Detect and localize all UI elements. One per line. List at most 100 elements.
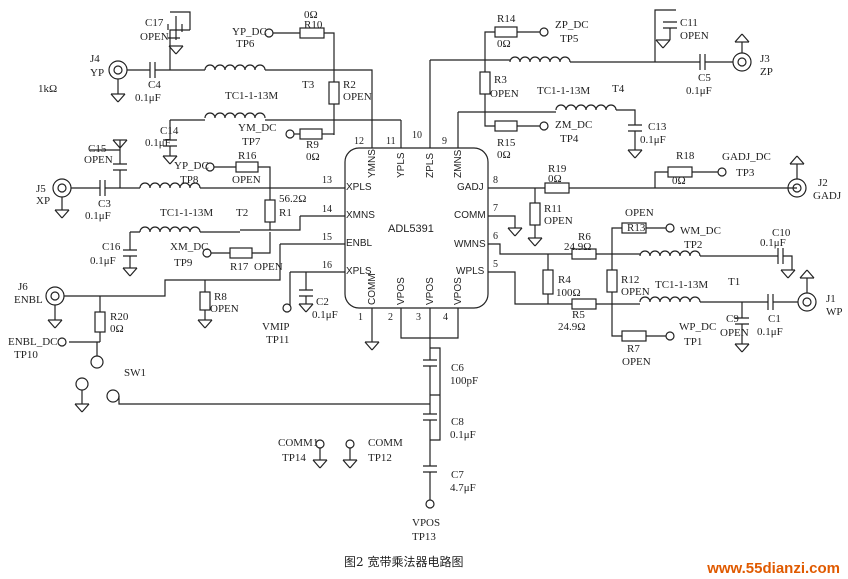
r11-label: R11 [544, 203, 562, 215]
r2-label: R2 [343, 79, 356, 91]
r1-label: R1 [279, 207, 292, 219]
c15-value: OPEN [84, 154, 113, 166]
c10-value: 0.1μF [760, 237, 786, 249]
xm-dc-label: XM_DC [170, 241, 209, 253]
tp11-testpoint-icon [282, 303, 292, 313]
j6-connector-icon [45, 286, 65, 306]
switch-contact-icon-3 [106, 389, 120, 403]
pin-label-xmns: XMNS [346, 210, 375, 221]
pin-num-8: 8 [493, 175, 498, 186]
tp2-testpoint-icon [665, 223, 675, 233]
comm-label: COMM [368, 437, 403, 449]
r15-label: R15 [497, 137, 516, 149]
r18-label: R18 [676, 150, 695, 162]
r8-value: OPEN [210, 303, 239, 315]
ym-dc-label: YM_DC [238, 122, 277, 134]
pin-label-xpls1: XPLS [346, 182, 372, 193]
switch-contact-icon [90, 355, 104, 369]
t1-label: T1 [728, 276, 740, 288]
ic-body [344, 147, 489, 309]
r7-resistor [621, 330, 647, 342]
c11-value: OPEN [680, 30, 709, 42]
pin-num-15: 15 [322, 232, 332, 243]
tp5-label: TP5 [560, 33, 579, 45]
pin-num-10: 10 [412, 130, 422, 141]
c15-label: C15 [88, 143, 107, 155]
pin-label-zpls: ZPLS [425, 153, 436, 178]
pin-label-vpos3: VPOS [425, 277, 436, 305]
r13-value: OPEN [625, 207, 654, 219]
tc-t3-label: TC1-1-13M [225, 90, 278, 102]
t4-label: T4 [612, 83, 625, 95]
r2-resistor [328, 81, 340, 105]
enbl-dc-label: ENBL_DC [8, 336, 58, 348]
comm1-label: COMM1 [278, 437, 318, 449]
c16-label: C16 [102, 241, 121, 253]
tp3-label: TP3 [736, 167, 755, 179]
one-k-label: 1kΩ [38, 83, 57, 95]
r9-label: R9 [306, 139, 319, 151]
zp-dc-label: ZP_DC [555, 19, 589, 31]
c4-label: C4 [148, 79, 161, 91]
vmip-label: VMIP [262, 321, 290, 333]
r6-value: 24.9Ω [564, 241, 591, 253]
c13-label: C13 [648, 121, 667, 133]
vpos-label: VPOS [412, 517, 440, 529]
r17-resistor [229, 247, 253, 259]
r12-value: OPEN [621, 286, 650, 298]
r14-value: 0Ω [497, 38, 511, 50]
pin-label-zmns: ZMNS [453, 149, 464, 178]
c14-value: 0.1μF [145, 137, 171, 149]
c2-value: 0.1μF [312, 309, 338, 321]
tp11-label: TP11 [266, 334, 289, 346]
r18-value: 0Ω [672, 175, 686, 187]
r4-label: R4 [558, 274, 571, 286]
r5-value: 24.9Ω [558, 321, 585, 333]
pin-num-9: 9 [442, 136, 447, 147]
yp-label: YP [90, 67, 104, 79]
r11-value: OPEN [544, 215, 573, 227]
wp-label: WP [826, 306, 843, 318]
j4-connector-icon [108, 60, 128, 80]
xp-label: XP [36, 195, 50, 207]
r9-resistor [299, 128, 323, 140]
tp4-label: TP4 [560, 133, 579, 145]
tc-t2-label: TC1-1-13M [160, 207, 213, 219]
tc-t4-label: TC1-1-13M [537, 85, 590, 97]
r17-value: OPEN [254, 261, 283, 273]
pin-num-5: 5 [493, 259, 498, 270]
tp1-label: TP1 [684, 336, 702, 348]
r1-resistor [264, 199, 276, 223]
tp13-testpoint-icon [425, 499, 435, 509]
r15-value: 0Ω [497, 149, 511, 161]
r5-label: R5 [572, 309, 585, 321]
pin-num-6: 6 [493, 231, 498, 242]
r6-label: R6 [578, 231, 591, 243]
r20-resistor [94, 311, 106, 333]
c17-label: C17 [145, 17, 164, 29]
pin-label-vpos4: VPOS [453, 277, 464, 305]
j5-label: J5 [36, 183, 46, 195]
pin-num-4: 4 [443, 312, 448, 323]
tc-t1-label: TC1-1-13M [655, 279, 708, 291]
t2-label: T2 [236, 207, 248, 219]
tp9-label: TP9 [174, 257, 193, 269]
gadj-dc-label: GADJ_DC [722, 151, 771, 163]
j4-label: J4 [90, 53, 100, 65]
pin-label-wmns: WMNS [454, 239, 486, 250]
r13-label: R13 [627, 222, 646, 234]
c5-value: 0.1μF [686, 85, 712, 97]
c1-value: 0.1μF [757, 326, 783, 338]
r20-value: 0Ω [110, 323, 124, 335]
figure-caption: 图2 宽带乘法器电路图 [344, 554, 463, 569]
pin-num-14: 14 [322, 204, 332, 215]
c10-label: C10 [772, 227, 791, 239]
r16-label: R16 [238, 150, 257, 162]
r12-resistor [606, 269, 618, 293]
c3-label: C3 [98, 198, 111, 210]
c6-value: 100pF [450, 375, 478, 387]
tp6-label: TP6 [236, 38, 255, 50]
r16-value: OPEN [232, 174, 261, 186]
pin-num-12: 12 [354, 136, 364, 147]
r3-value: OPEN [490, 88, 519, 100]
